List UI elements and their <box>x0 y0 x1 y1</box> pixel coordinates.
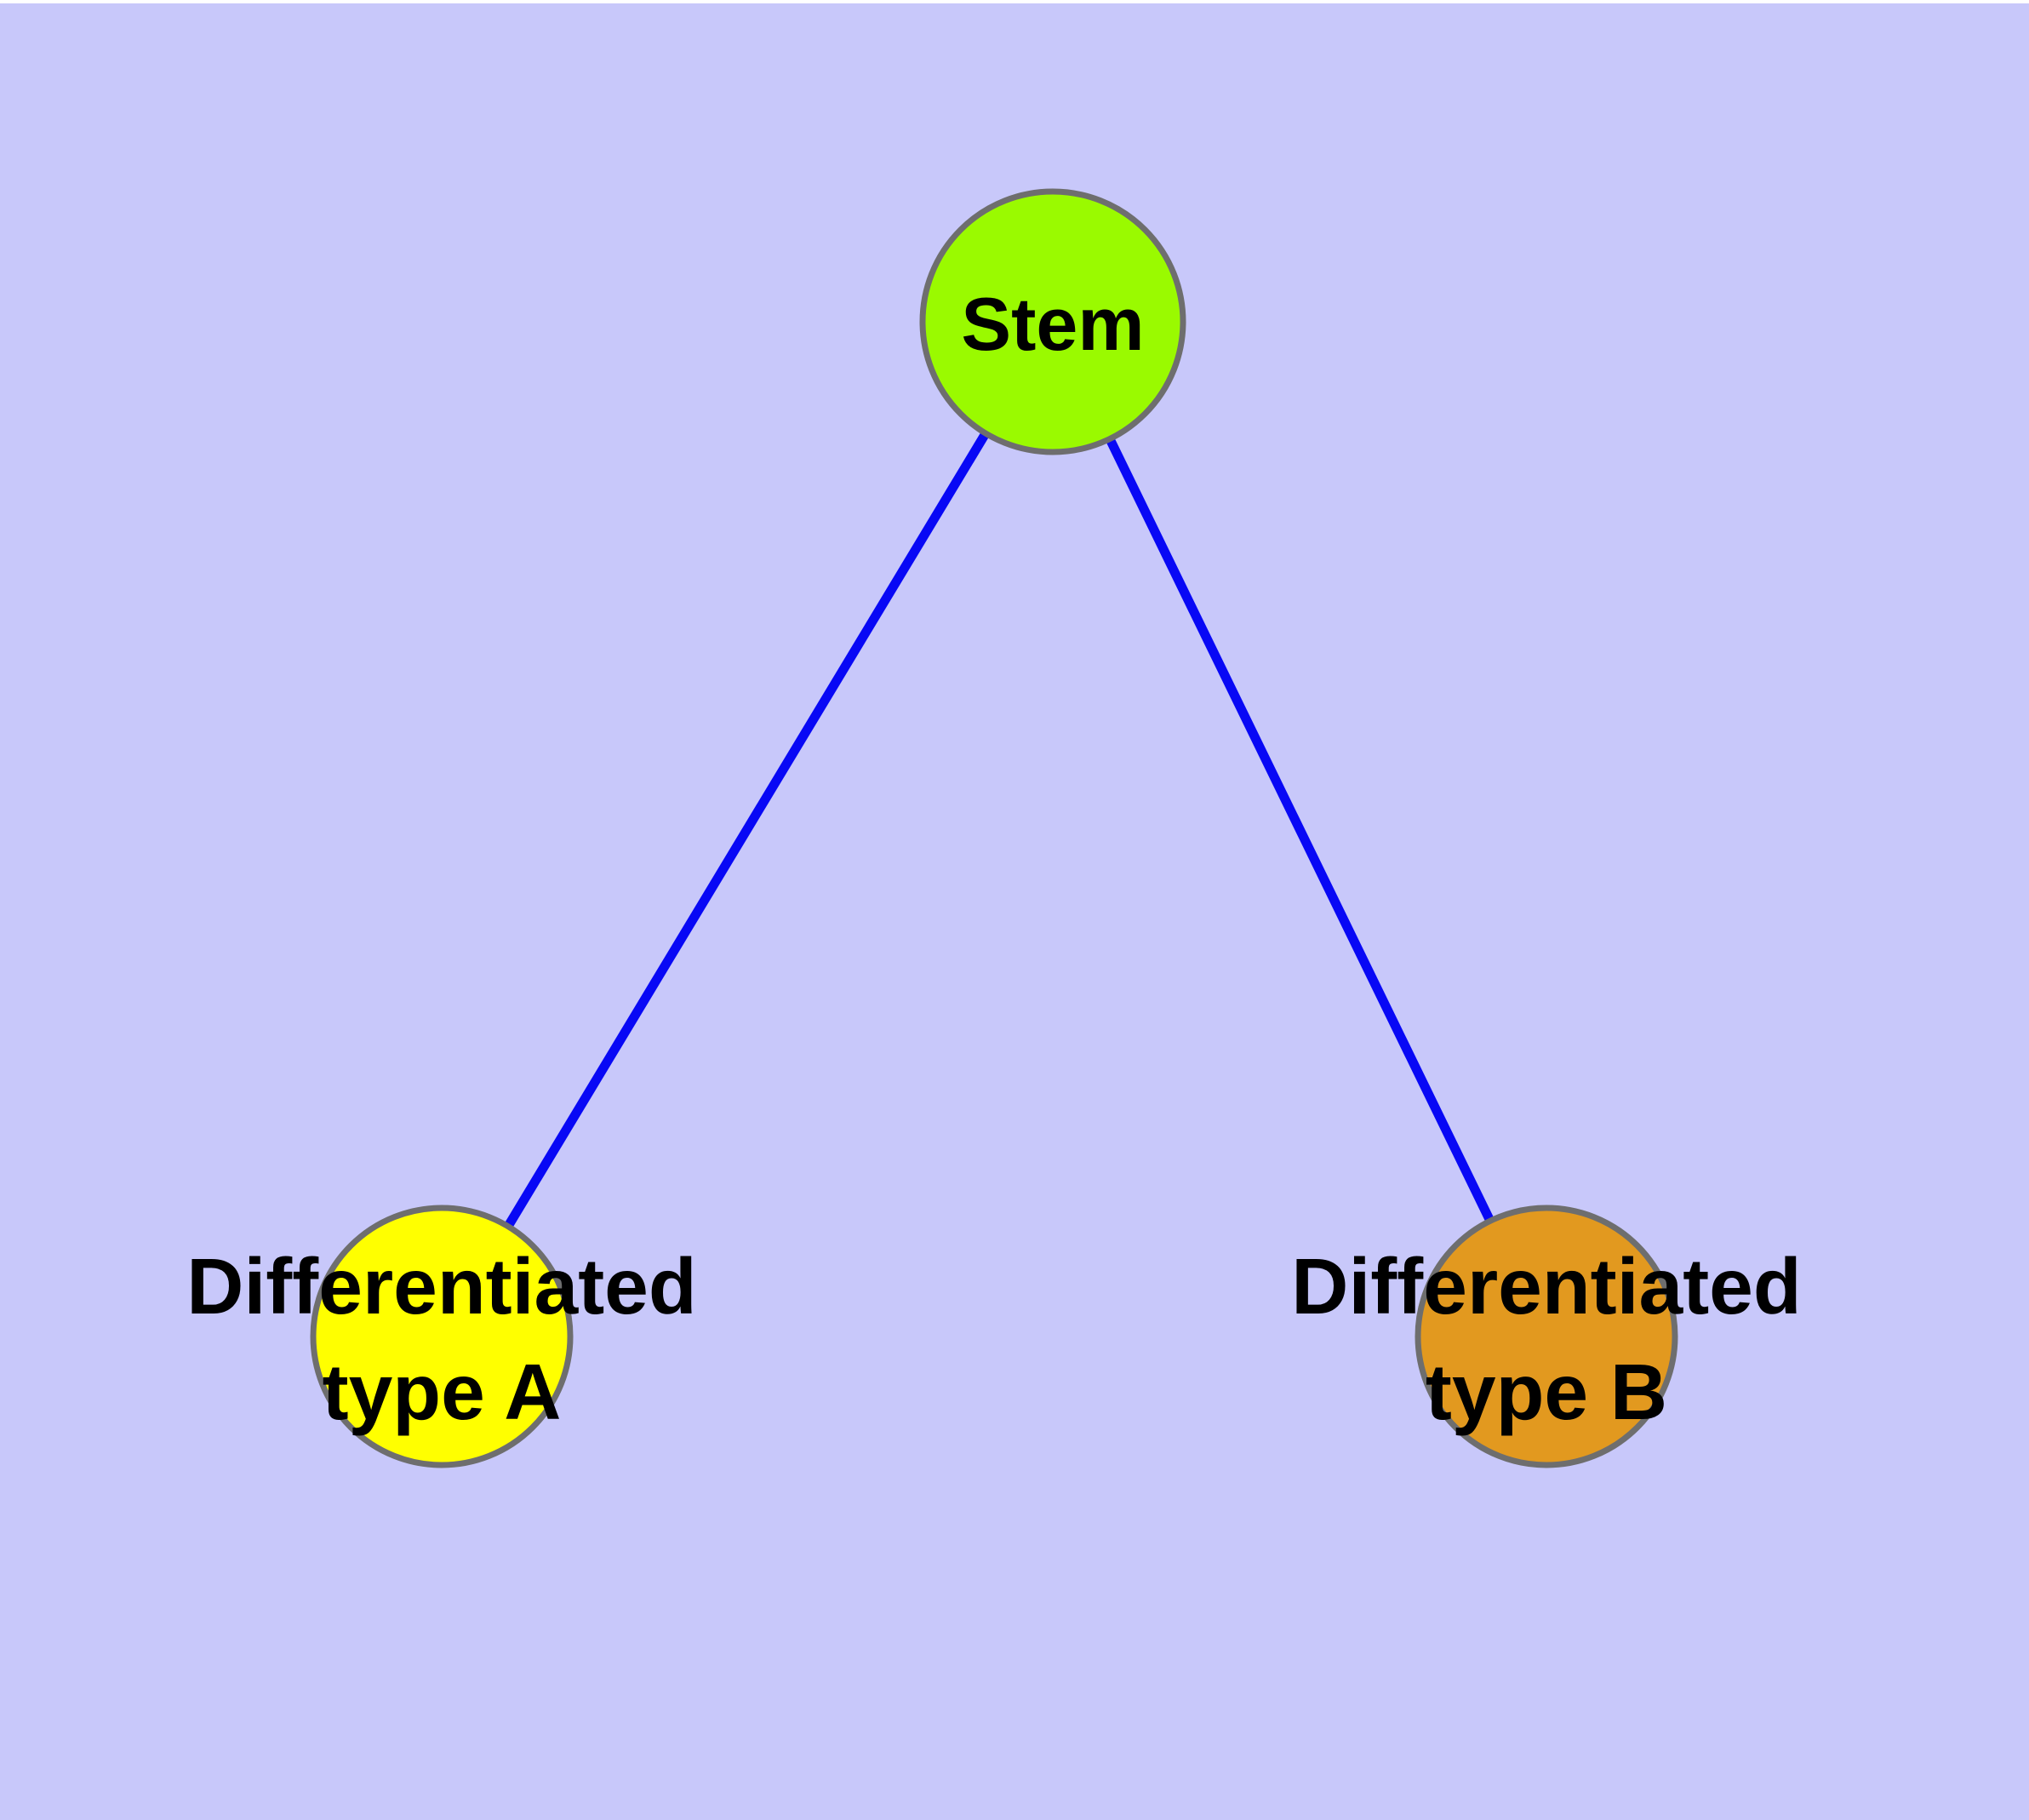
differentiated-type-b-node-circle <box>1415 1205 1678 1468</box>
edge-group <box>437 319 1551 1339</box>
node-differentiated-type-b: Differentiated type B <box>1291 1205 1802 1468</box>
edge-stem-to-type-a <box>437 319 1057 1339</box>
node-differentiated-type-a: Differentiated type A <box>186 1205 697 1468</box>
differentiated-type-b-label-line2: type B <box>1426 1348 1667 1436</box>
edge-stem-to-type-b <box>1049 319 1551 1339</box>
differentiated-type-a-label-line2: type A <box>323 1348 562 1436</box>
differentiated-type-b-label-line1: Differentiated <box>1291 1242 1801 1331</box>
differentiated-type-a-node-circle <box>310 1205 574 1468</box>
stem-node-circle <box>919 188 1186 455</box>
differentiated-type-a-label-line1: Differentiated <box>186 1242 696 1331</box>
node-stem: Stem <box>919 188 1186 455</box>
top-margin-strip <box>0 0 2029 3</box>
stem-node-label: Stem <box>961 282 1144 366</box>
